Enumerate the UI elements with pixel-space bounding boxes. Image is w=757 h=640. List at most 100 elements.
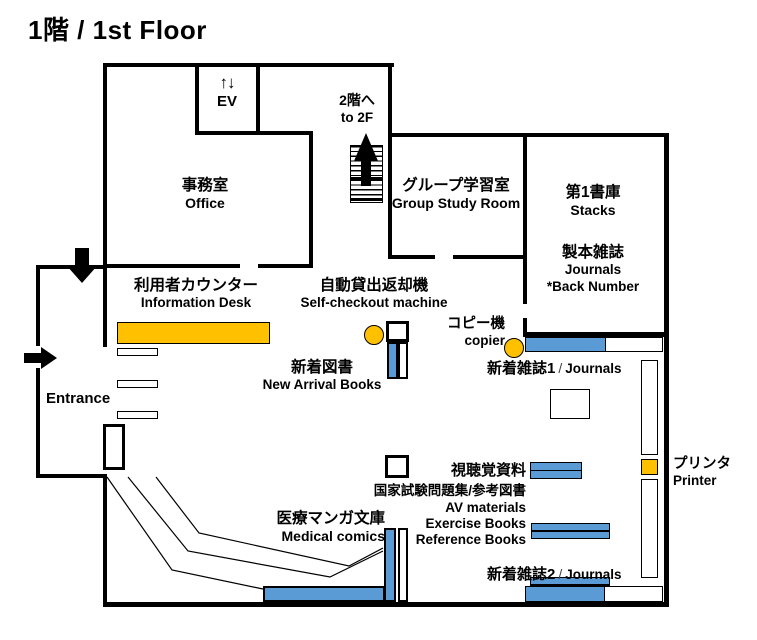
av-table-box xyxy=(385,455,409,478)
wall-grouproom-bottom-b xyxy=(453,255,527,259)
elevator-text: EV xyxy=(216,93,238,111)
journals1-separator: / xyxy=(558,360,563,376)
information-desk-counter xyxy=(117,322,270,344)
bound-journals-label: 製本雑誌 Journals *Back Number xyxy=(547,243,639,296)
journals2-label-jp: 新着雑誌2 xyxy=(487,566,556,583)
bound-journals-en: Journals xyxy=(564,262,622,278)
wall-lower-left xyxy=(103,474,107,604)
printer-label-en: Printer xyxy=(673,473,717,489)
wall-entry-top xyxy=(36,265,104,269)
new-books-shelf-blue xyxy=(387,342,398,379)
wall-top xyxy=(103,63,394,67)
wall-stacks-left-b xyxy=(523,318,527,336)
info-desk-label-en: Information Desk xyxy=(140,295,252,311)
group-study-label-jp: グループ学習室 xyxy=(402,177,510,194)
info-desk-label-jp: 利用者カウンター xyxy=(133,277,259,294)
group-study-label-en: Group Study Room xyxy=(391,195,521,212)
group-study-label: グループ学習室 Group Study Room xyxy=(392,176,520,213)
av-label-en1: AV materials xyxy=(445,500,526,515)
wall-bottom xyxy=(103,602,669,607)
journals1-label-jp: 新着雑誌1 xyxy=(487,360,556,377)
office-label-en: Office xyxy=(185,195,225,212)
wall-entry-left-lower xyxy=(36,368,40,476)
bound-journals-note: *Back Number xyxy=(546,279,640,295)
self-checkout-label-jp: 自動貸出返却機 xyxy=(319,277,429,294)
stacks-label-en: Stacks xyxy=(570,202,616,219)
stairs-label-en: to 2F xyxy=(340,109,374,125)
desk-gate-2 xyxy=(117,380,158,388)
medical-comics-label: 医療マンガ文庫 Medical comics xyxy=(276,509,385,546)
entrance-label: Entrance xyxy=(46,390,111,407)
wall-office-left xyxy=(103,63,107,347)
av-label-en3: Reference Books xyxy=(415,532,526,547)
desk-gate-1 xyxy=(117,348,158,356)
stacks-label: 第1書庫 Stacks xyxy=(565,183,620,220)
wall-entry-left-upper xyxy=(36,265,40,346)
office-label: 事務室 Office xyxy=(182,176,229,213)
entrance-right-arrow-icon xyxy=(24,347,57,369)
info-desk-label: 利用者カウンター Information Desk xyxy=(134,276,258,312)
wall-right xyxy=(664,133,669,607)
av-shelf-1 xyxy=(530,462,582,479)
av-label-jp1: 視聴覚資料 xyxy=(450,462,526,479)
new-books-label: 新着図書 New Arrival Books xyxy=(263,358,382,394)
printer-label: プリンタ Printer xyxy=(673,455,731,490)
stairs-label-jp: 2階へ xyxy=(339,92,375,108)
stacks-label-jp: 第1書庫 xyxy=(565,184,621,201)
journals1-label: 新着雑誌1/Journals xyxy=(487,359,622,379)
wall-office-bottom-b xyxy=(258,264,313,268)
wall-journals1-top xyxy=(523,332,669,337)
av-label-jp2: 国家試験問題集/参考図書 xyxy=(373,483,526,498)
wall-entry-bottom xyxy=(36,474,106,478)
wall-ev-right xyxy=(256,63,260,134)
journals1-shelf-white xyxy=(605,337,663,352)
wall-stacks-left-a xyxy=(523,133,527,304)
av-shelf-2 xyxy=(531,523,610,539)
copier-dot xyxy=(504,338,524,358)
journals2-label-en: Journals xyxy=(565,567,622,582)
wall-office-bottom-a xyxy=(103,264,240,268)
stair-bottom-line xyxy=(351,198,382,201)
ramp-line-1 xyxy=(106,476,264,590)
journals1-label-en: Journals xyxy=(565,361,622,376)
comics-shelf-vertical-white xyxy=(398,528,408,602)
journals2-separator: / xyxy=(558,566,563,582)
journals1-shelf-blue xyxy=(525,337,606,352)
right-wall-shelf-upper xyxy=(641,360,658,455)
copier-label-en: copier xyxy=(464,333,505,349)
wall-ev-left xyxy=(195,63,199,134)
comics-shelf-bottom xyxy=(263,586,385,602)
entrance-gate-box xyxy=(103,424,125,470)
office-label-jp: 事務室 xyxy=(181,177,229,194)
journals2-label: 新着雑誌2/Journals xyxy=(487,565,622,585)
self-checkout-machine-dot xyxy=(364,325,384,345)
printer-label-jp: プリンタ xyxy=(673,456,731,472)
journals2-shelf-blue xyxy=(525,586,605,602)
table-square xyxy=(550,389,590,419)
self-checkout-label: 自動貸出返却機 Self-checkout machine xyxy=(300,276,447,312)
wall-upper-right-and-grouproom-left xyxy=(388,63,392,259)
new-books-label-jp: 新着図書 xyxy=(290,359,354,376)
new-books-label-en: New Arrival Books xyxy=(262,377,382,393)
page-title: 1階 / 1st Floor xyxy=(28,15,207,45)
right-wall-shelf-lower xyxy=(641,479,658,578)
av-label-en2: Exercise Books xyxy=(425,516,526,531)
self-checkout-label-en: Self-checkout machine xyxy=(300,295,448,311)
bound-journals-jp: 製本雑誌 xyxy=(561,244,625,261)
stair-landing-line xyxy=(351,177,382,180)
self-checkout-table xyxy=(386,321,409,342)
av-area-label: 視聴覚資料 国家試験問題集/参考図書 AV materials Exercise… xyxy=(374,461,526,548)
wall-mid-vertical xyxy=(309,131,313,268)
elevator-label: ↑↓ EV xyxy=(217,72,237,112)
new-books-shelf-white xyxy=(398,342,408,379)
wall-top-right xyxy=(388,133,669,137)
stairs-to-2f xyxy=(350,145,383,203)
journals2-shelf-white xyxy=(604,586,663,602)
wall-ev-bottom xyxy=(195,131,313,135)
medical-comics-label-en: Medical comics xyxy=(281,528,386,545)
copier-label-jp: コピー機 xyxy=(447,316,505,332)
elevator-updown-icon: ↑↓ xyxy=(219,73,235,92)
stairs-label: 2階へ to 2F xyxy=(339,92,375,126)
medical-comics-label-jp: 医療マンガ文庫 xyxy=(276,510,385,527)
